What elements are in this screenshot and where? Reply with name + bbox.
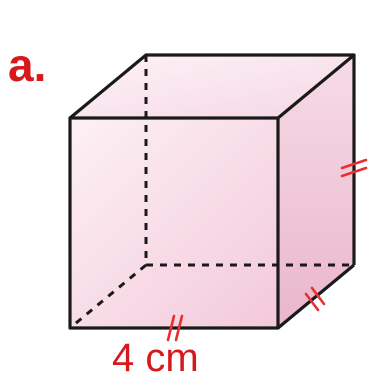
cube-top-face [70, 55, 354, 118]
hidden-edges [69, 55, 354, 330]
right-bottom-edge [276, 263, 356, 330]
tick-mark-depth-edge [304, 286, 326, 312]
cube-right-face [278, 55, 354, 328]
top-back-outline [68, 53, 356, 120]
double-tick-mark-icon [340, 166, 368, 178]
hidden-edge-left-bottom [69, 263, 147, 330]
double-tick-mark-icon [304, 292, 320, 312]
visible-edges [68, 53, 356, 330]
part-label: a. [8, 39, 47, 91]
tick-mark-bottom-edge [166, 314, 184, 342]
tick-mark-right-edge [340, 158, 368, 178]
double-tick-mark-icon [310, 286, 326, 306]
cube-front-face [70, 118, 278, 328]
double-tick-mark-icon [166, 314, 176, 342]
edge-length-label: 4 cm [112, 336, 199, 380]
double-tick-mark-icon [174, 314, 184, 342]
double-tick-mark-icon [340, 158, 368, 170]
